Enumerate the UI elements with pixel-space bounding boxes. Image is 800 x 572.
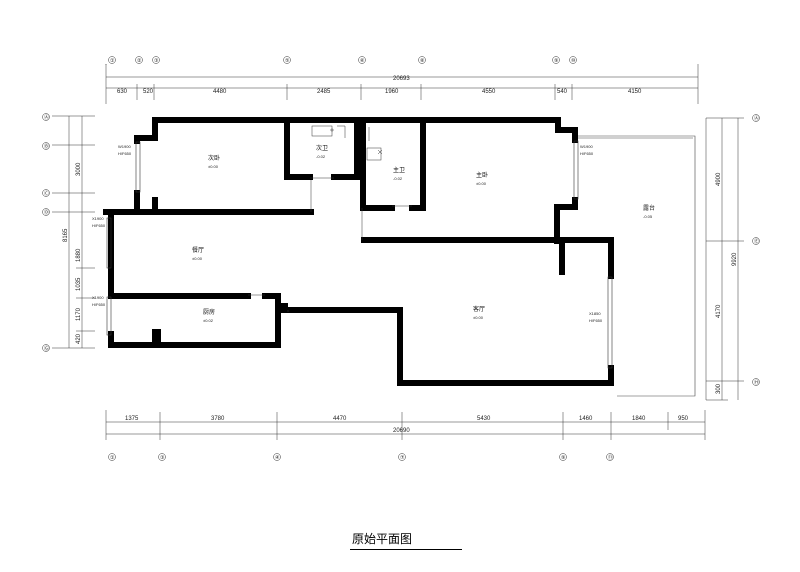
top-axis-3: ③ bbox=[154, 58, 159, 64]
top-dim-2: 520 bbox=[143, 89, 154, 95]
left-dim-5: 420 bbox=[76, 333, 82, 344]
room-label-master-bedroom: 主卧 bbox=[476, 171, 488, 179]
right-axis-h: Ⓗ bbox=[754, 379, 759, 386]
bottom-axis-9: ⑨ bbox=[561, 455, 566, 461]
drawing-title: 原始平面图 bbox=[352, 532, 413, 546]
top-dim-5: 1960 bbox=[385, 89, 399, 95]
walls bbox=[103, 117, 614, 386]
top-axis-1: ① bbox=[110, 58, 115, 64]
door-lines bbox=[310, 177, 412, 240]
room-label-balcony: 露台 bbox=[643, 204, 655, 212]
left-axis-b: Ⓑ bbox=[44, 143, 49, 150]
right-axis-a: Ⓐ bbox=[754, 115, 759, 122]
window-label-4a: X1900 bbox=[92, 295, 104, 300]
top-total-dim: 20693 bbox=[393, 76, 410, 82]
right-total-dim: 9920 bbox=[732, 252, 738, 266]
window-label-5b: H/F650 bbox=[589, 318, 603, 323]
bottom-total-dim: 20690 bbox=[393, 428, 410, 434]
right-dim-2: 4170 bbox=[716, 304, 722, 318]
bath-fixtures bbox=[311, 125, 383, 161]
elev-master-bedroom: ±0.00 bbox=[476, 181, 487, 186]
room-label-living: 客厅 bbox=[473, 305, 485, 313]
elev-dining: ±0.00 bbox=[192, 256, 203, 261]
top-axis-2: ② bbox=[137, 58, 142, 64]
bottom-dim-6: 1840 bbox=[632, 416, 646, 422]
bottom-axis-11: ⑪ bbox=[608, 454, 613, 461]
top-axis-6: ⑥ bbox=[360, 58, 365, 64]
left-axis-markers bbox=[42, 113, 50, 352]
bottom-axis-markers bbox=[108, 453, 614, 461]
top-dimension-chain bbox=[105, 64, 699, 104]
left-dim-3: 1035 bbox=[76, 277, 82, 291]
bottom-axis-7: ⑦ bbox=[400, 455, 405, 461]
top-axis-5: ⑤ bbox=[285, 58, 290, 64]
window-label-5a: X1850 bbox=[589, 311, 601, 316]
elev-living: ±0.00 bbox=[473, 315, 484, 320]
window-label-1a: W1900 bbox=[118, 144, 131, 149]
bottom-dim-4: 5430 bbox=[477, 416, 491, 422]
top-axis-markers bbox=[108, 56, 577, 64]
left-dim-2: 1880 bbox=[76, 248, 82, 262]
left-axis-c: Ⓒ bbox=[44, 190, 49, 197]
elev-master-bath: -0.02 bbox=[393, 176, 403, 181]
left-total-dim: 8165 bbox=[63, 228, 69, 242]
right-dim-1: 4900 bbox=[716, 172, 722, 186]
top-dim-6: 4550 bbox=[482, 89, 496, 95]
top-dim-1: 630 bbox=[117, 89, 128, 95]
top-dim-3: 4480 bbox=[213, 89, 227, 95]
bottom-dim-2: 3780 bbox=[211, 416, 225, 422]
bottom-axis-1: ① bbox=[110, 455, 115, 461]
top-dim-7: 540 bbox=[557, 89, 568, 95]
elev-kitchen: ±0.02 bbox=[203, 318, 214, 323]
room-label-kitchen: 厨房 bbox=[203, 308, 215, 316]
top-axis-10: ⑩ bbox=[571, 58, 576, 64]
right-dimension-chain bbox=[705, 117, 744, 401]
bottom-dim-5: 1460 bbox=[579, 416, 593, 422]
left-dim-4: 1170 bbox=[76, 307, 82, 321]
room-label-master-bath: 主卫 bbox=[393, 166, 405, 174]
elev-second-bedroom: ±0.00 bbox=[208, 164, 219, 169]
wall-stub bbox=[278, 303, 288, 313]
top-dim-8: 4150 bbox=[628, 89, 642, 95]
left-axis-g: Ⓖ bbox=[44, 345, 49, 352]
window-label-3b: H/F650 bbox=[92, 223, 106, 228]
windows bbox=[106, 140, 613, 369]
window-label-1b: H/F650 bbox=[118, 151, 132, 156]
room-label-second-bath: 次卫 bbox=[316, 144, 328, 152]
bottom-dim-3: 4470 bbox=[333, 416, 347, 422]
title-underline bbox=[350, 549, 462, 550]
elev-second-bath: -0.02 bbox=[316, 154, 326, 159]
left-axis-d: Ⓓ bbox=[44, 209, 49, 216]
window-label-3a: X1900 bbox=[92, 216, 104, 221]
window-label-2b: H/F650 bbox=[580, 151, 594, 156]
left-dimension-chain bbox=[52, 115, 95, 349]
bottom-dimension-chain bbox=[105, 410, 706, 440]
bottom-dim-7: 950 bbox=[678, 416, 689, 422]
bottom-axis-3: ③ bbox=[160, 455, 165, 461]
right-axis-markers bbox=[752, 114, 760, 386]
room-label-second-bedroom: 次卧 bbox=[208, 154, 220, 162]
left-dim-1: 3000 bbox=[76, 162, 82, 176]
window-label-2a: W1900 bbox=[580, 144, 593, 149]
top-dim-4: 2485 bbox=[317, 89, 331, 95]
top-axis-8: ⑧ bbox=[420, 58, 425, 64]
room-label-dining: 餐厅 bbox=[192, 246, 204, 254]
bottom-axis-4: ④ bbox=[275, 455, 280, 461]
elev-balcony: -0.05 bbox=[643, 214, 653, 219]
balcony-outline bbox=[576, 135, 696, 397]
left-axis-a: Ⓐ bbox=[44, 114, 49, 121]
bottom-dim-1: 1375 bbox=[125, 416, 139, 422]
right-axis-e: Ⓔ bbox=[754, 238, 759, 245]
top-axis-9: ⑨ bbox=[554, 58, 559, 64]
window-label-4b: H/F650 bbox=[92, 302, 106, 307]
right-dim-3: 300 bbox=[716, 383, 722, 394]
kitchen-pillar bbox=[152, 329, 161, 344]
